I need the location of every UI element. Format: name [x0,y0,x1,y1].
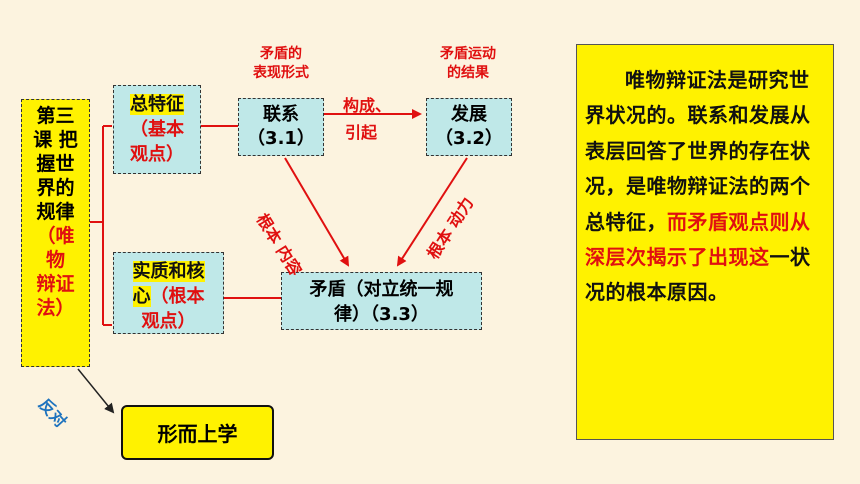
summary-black-text: 唯物辩证法是研究世界状况的。联系和发展从表层回答了世界的存在状况，是唯物辩证法的… [585,68,811,234]
result-annotation-line2: 的结果 [447,65,489,81]
general-feature-box: 总特征 （基本 观点） [113,85,201,174]
summary-black-text-end: 一状况的根本原因。 [585,245,811,305]
development-box: 发展 （3.2） [426,98,512,156]
contradiction-line2: 律）（3.3） [334,304,429,325]
essence-title-2: 心 [132,286,151,307]
theme-line: 第三 [36,105,75,127]
arrow-oppose [77,368,115,414]
essence-sub1: （根本 [150,286,205,307]
edge-label-constitute: 构成、 [343,96,392,115]
general-feature-title: 总特征 [130,94,184,115]
result-annotation-line1: 矛盾运动 [440,46,496,62]
contradiction-box: 矛盾（对立统一规 律）（3.3） [281,272,482,330]
connection-box: 联系 （3.1） [238,98,324,156]
theme-line: 握世 [36,153,75,175]
theme-paren-line: 物 [45,249,65,271]
theme-line: 规律 [36,201,75,223]
general-feature-sub2: 观点） [130,144,184,165]
development-label: 发展 [451,104,487,125]
theme-paren-line: （唯 [36,225,75,247]
form-annotation-line1: 矛盾的 [260,46,302,62]
arrow-connection-contradiction [284,157,350,267]
edge-label-cause: 引起 [345,123,378,142]
development-section: （3.2） [435,128,503,149]
left-bracket [90,125,112,326]
arrow-development-contradiction [396,157,468,267]
theme-line: 课 把 [33,129,78,151]
essence-core-box: 实质和核 心（根本 观点） [113,252,224,334]
metaphysics-box: 形而上学 [121,405,274,460]
summary-text-box: 唯物辩证法是研究世界状况的。联系和发展从表层回答了世界的存在状况，是唯物辩证法的… [576,44,834,440]
result-annotation: 矛盾运动 的结果 [418,45,518,83]
general-feature-sub1: （基本 [130,119,184,140]
metaphysics-label: 形而上学 [157,422,238,446]
theme-line: 界的 [36,177,75,199]
contradiction-line1: 矛盾（对立统一规 [309,279,454,300]
essence-sub2: 观点） [141,311,196,332]
theme-paren-line: 法） [36,297,75,319]
form-annotation: 矛盾的 表现形式 [232,45,330,83]
form-annotation-line2: 表现形式 [253,65,309,81]
summary-red-text: 而矛盾观点则从深层次揭示了出现这 [585,209,811,270]
essence-title: 实质和核 [132,261,205,282]
lesson-theme-box: 第三 课 把 握世 界的 规律 （唯 物 辩证 法） [21,99,90,367]
connection-label: 联系 [263,104,299,125]
theme-paren-line: 辩证 [36,273,75,295]
connection-section: （3.1） [247,128,315,149]
